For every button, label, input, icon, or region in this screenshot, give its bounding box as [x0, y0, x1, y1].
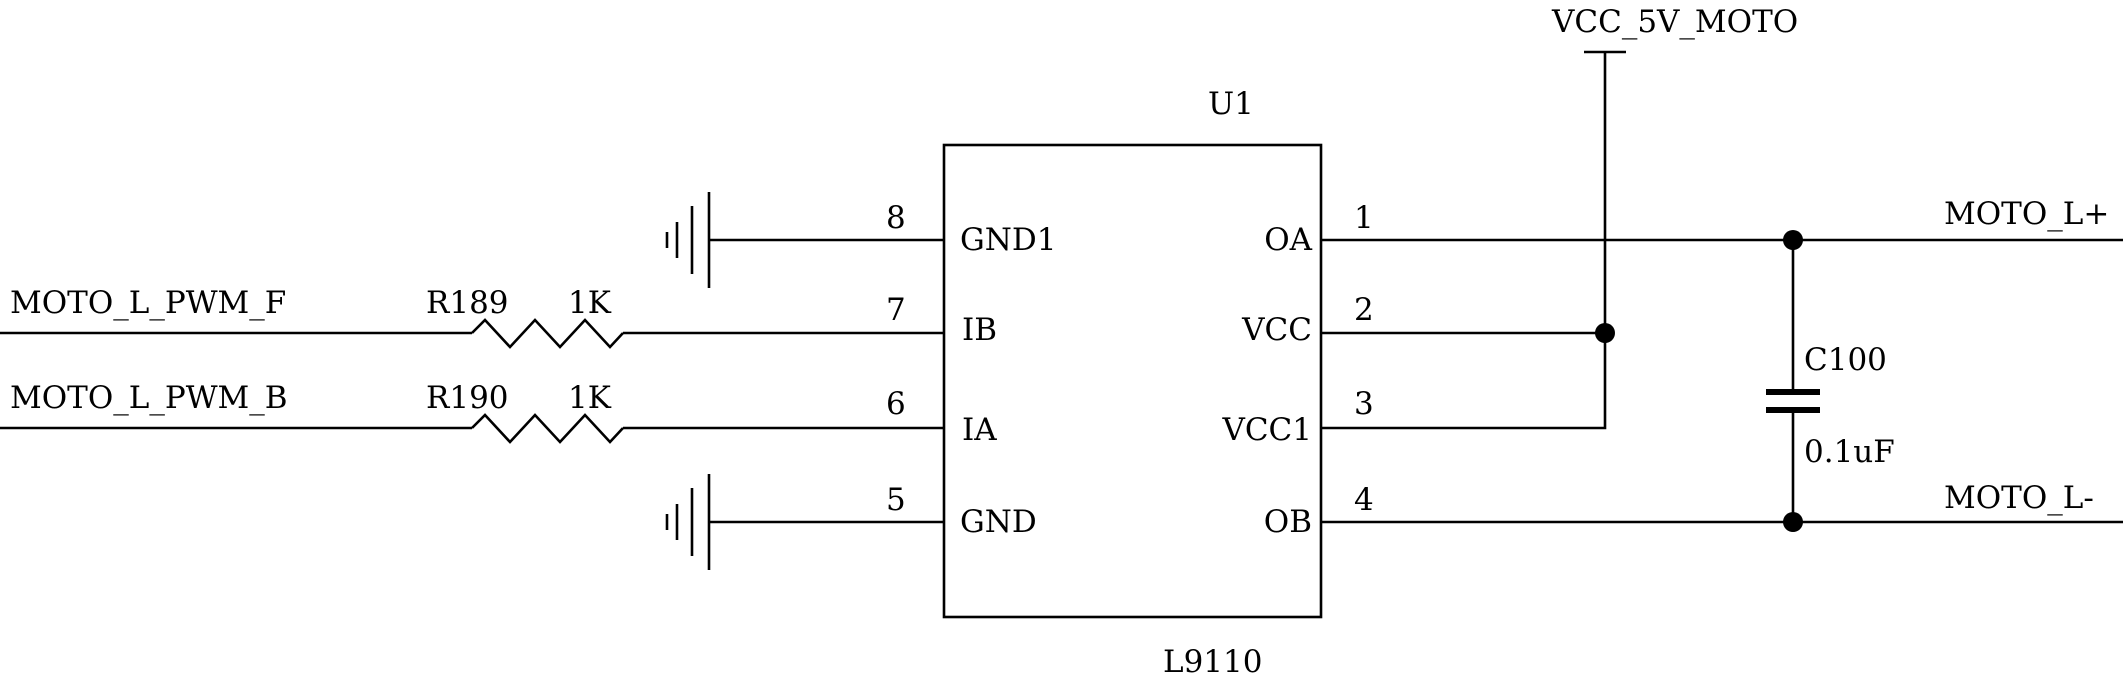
- ground-symbol-bottom: [665, 474, 711, 570]
- net-label-out-plus: MOTO_L+: [1944, 196, 2109, 232]
- resistor-r189-value: 1K: [568, 285, 612, 321]
- resistor-r190: [471, 413, 624, 444]
- pin-number-1: 1: [1354, 200, 1374, 236]
- pin-number-8: 8: [886, 200, 906, 236]
- pin-name-ib: IB: [962, 312, 997, 348]
- ground-symbol-top: [665, 192, 711, 288]
- pin-number-7: 7: [886, 292, 906, 328]
- pin-number-2: 2: [1354, 292, 1374, 328]
- pin-number-4: 4: [1354, 482, 1374, 518]
- resistor-r190-designator: R190: [426, 380, 509, 416]
- pin-number-6: 6: [886, 386, 906, 422]
- pin-number-3: 3: [1354, 386, 1374, 422]
- resistor-r189-designator: R189: [426, 285, 509, 321]
- net-label-pwm-b: MOTO_L_PWM_B: [10, 380, 288, 416]
- ic-part-number: L9110: [1163, 644, 1262, 678]
- net-label-out-minus: MOTO_L-: [1944, 480, 2094, 516]
- capacitor-value: 0.1uF: [1804, 434, 1895, 470]
- junction-ob: [1783, 512, 1803, 532]
- pin-name-vcc1: VCC1: [1221, 412, 1312, 448]
- net-label-pwm-f: MOTO_L_PWM_F: [10, 285, 286, 321]
- capacitor-designator: C100: [1804, 342, 1887, 378]
- pin-name-vcc: VCC: [1241, 312, 1312, 348]
- pin-name-ob: OB: [1264, 504, 1312, 540]
- resistor-r190-value: 1K: [568, 380, 612, 416]
- pin-name-ia: IA: [962, 412, 997, 448]
- ic-body: [942, 143, 1323, 619]
- pin-name-oa: OA: [1264, 222, 1312, 258]
- net-label-power: VCC_5V_MOTO: [1551, 4, 1798, 40]
- ic-designator: U1: [1208, 86, 1254, 122]
- junction-oa: [1783, 230, 1803, 250]
- pin-name-gnd1: GND1: [960, 222, 1056, 258]
- pin-name-gnd: GND: [960, 504, 1037, 540]
- pin-number-5: 5: [886, 482, 906, 518]
- wire-vcc1: [1321, 52, 1607, 430]
- resistor-r189: [471, 318, 624, 349]
- junction-vcc: [1595, 323, 1615, 343]
